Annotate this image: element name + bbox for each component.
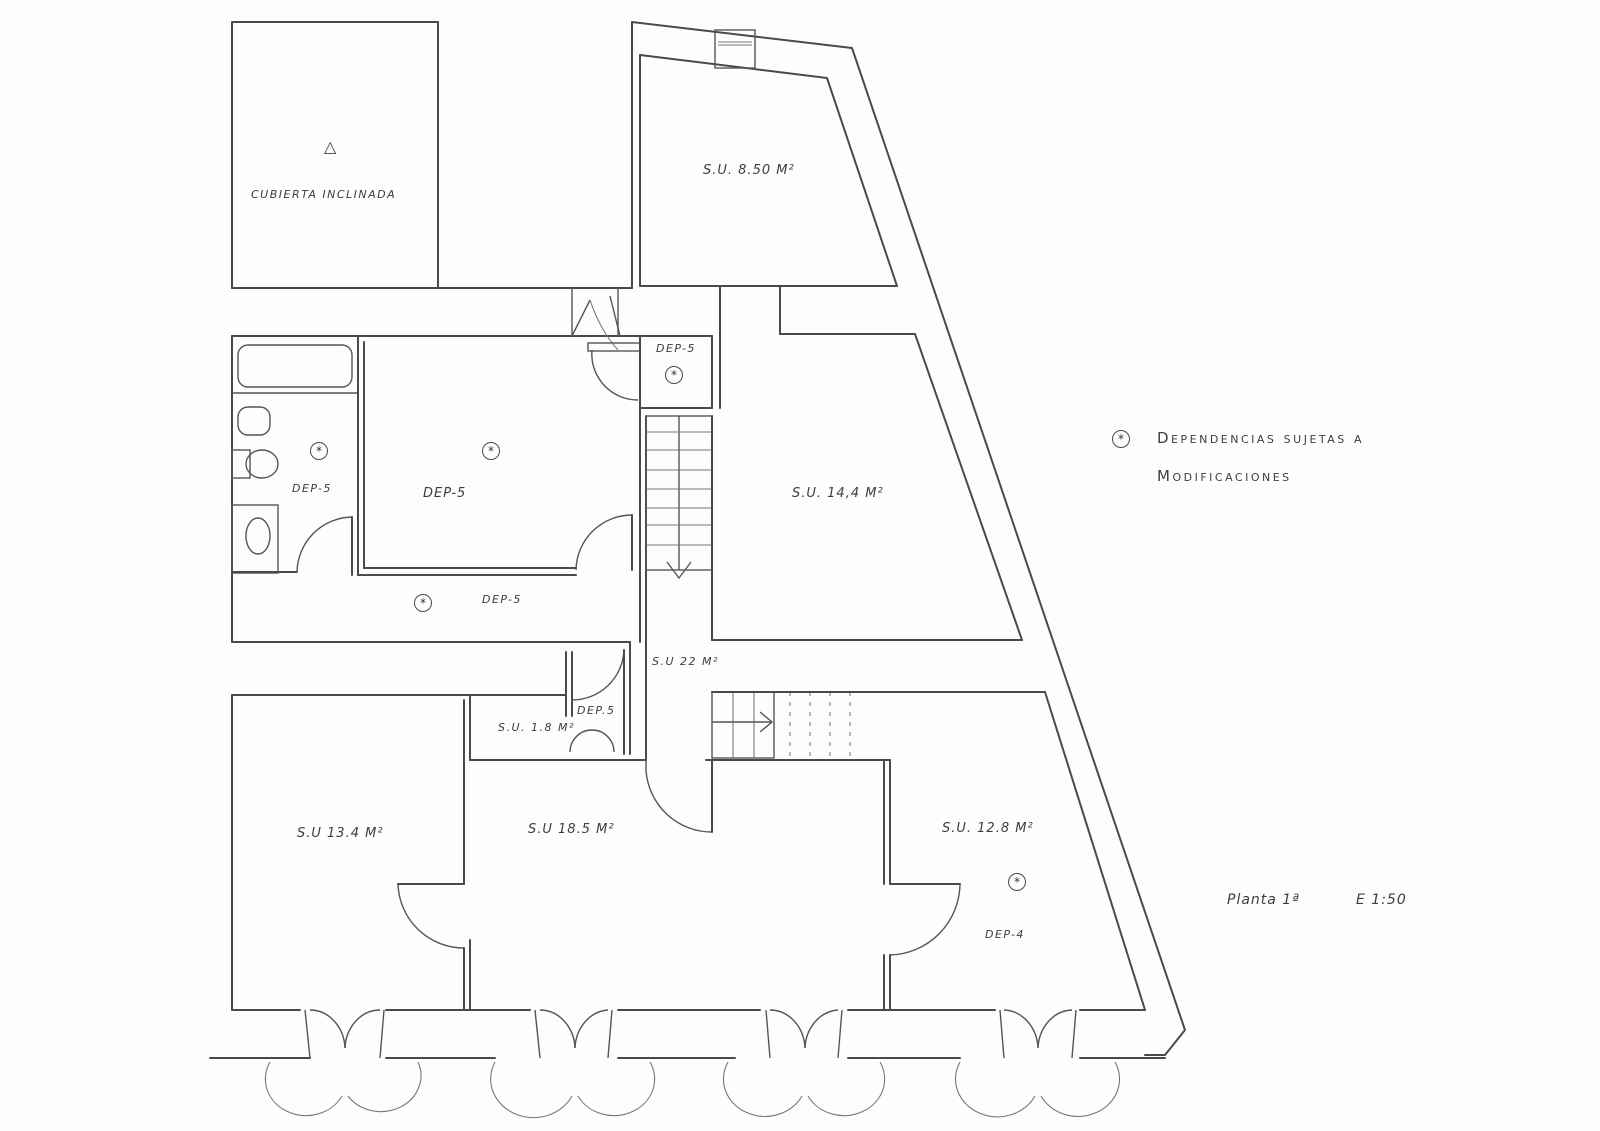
balcony-door-2 — [490, 1009, 656, 1119]
modification-marker-icon: * — [1008, 873, 1026, 891]
room-label-bath: DEP-5 — [292, 482, 332, 495]
modification-marker-icon: * — [414, 594, 432, 612]
plan-title: Planta 1ª — [1227, 892, 1300, 908]
middle-walls — [231, 285, 1023, 761]
room-label-corridor: DEP-5 — [482, 593, 522, 606]
modification-marker-icon: * — [665, 366, 683, 384]
legend-marker-icon: * — [1112, 430, 1130, 448]
roof-label: CUBIERTA INCLINADA — [251, 188, 397, 201]
room-label-bedroom: DEP-5 — [423, 486, 467, 501]
room-label-large-right: S.U. 14,4 M² — [792, 486, 884, 501]
balcony-door-4 — [954, 1009, 1121, 1118]
modification-marker-icon: * — [310, 442, 328, 460]
room-label-dep5-hall: DEP-5 — [656, 342, 696, 355]
modification-marker-icon: * — [482, 442, 500, 460]
staircase — [645, 415, 1046, 759]
balcony-door-1 — [264, 1009, 422, 1117]
room-label-bottom-left: S.U 13.4 M² — [297, 826, 384, 841]
outer-wall-right — [631, 21, 1186, 1056]
room-label-dep4: DEP-4 — [985, 928, 1025, 941]
room-label-stair-hall: S.U 22 M² — [652, 655, 719, 668]
legend-line-1: Dependencias sujetas a — [1157, 429, 1365, 447]
plan-scale: E 1:50 — [1356, 892, 1407, 908]
roof-symbol: △ — [324, 137, 338, 156]
balcony-door-3 — [722, 1009, 886, 1117]
roof-block — [231, 21, 633, 289]
room-label-bottom-right: S.U. 12.8 M² — [942, 821, 1034, 836]
lower-walls — [231, 641, 1146, 1011]
room-label-small-closet: S.U. 1.8 M² — [498, 721, 575, 734]
room-label-top-right: S.U. 8.50 M² — [703, 163, 795, 178]
room-label-small-dep: DEP.5 — [577, 704, 616, 717]
legend-line-2: Modificaciones — [1157, 467, 1292, 485]
room-label-bottom-center: S.U 18.5 M² — [528, 822, 615, 837]
facade — [209, 1009, 1166, 1119]
